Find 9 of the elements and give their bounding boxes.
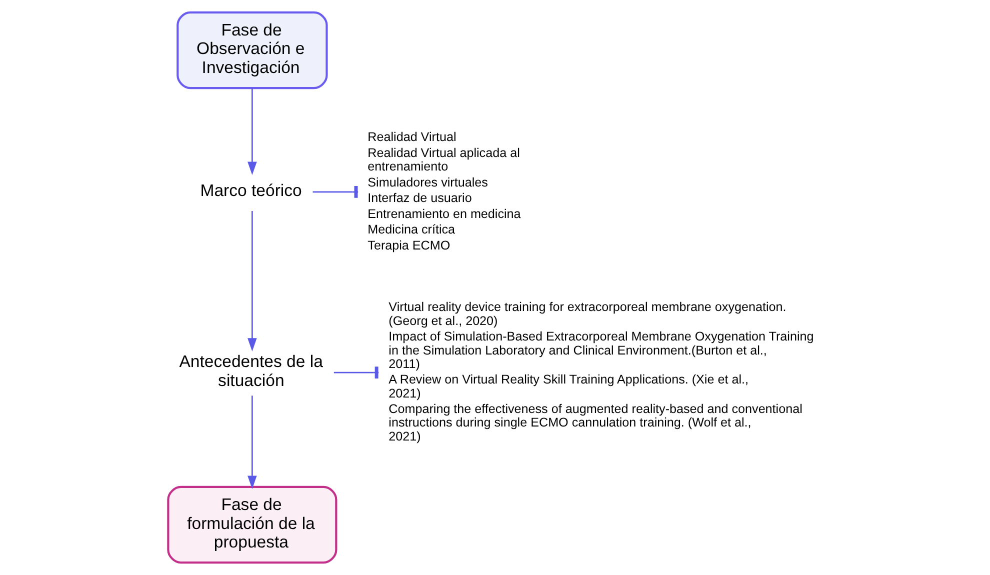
node-text: Antecedentes de la situación bbox=[178, 352, 322, 390]
arrow bbox=[247, 210, 256, 352]
node-text: Marco teórico bbox=[200, 180, 302, 200]
arrow bbox=[247, 88, 256, 176]
node-box: Fase de formulación de la propuesta bbox=[166, 486, 337, 564]
node-text: Realidad Virtual Realidad Virtual aplicada al entrenamiento Simuladores virtuales Interfaz de usuario Entrenamiento en medicina Medicina crítica Terapia ECMO bbox=[367, 130, 520, 252]
node-text: Virtual reality device training for extracorporeal membrane oxygenation. (Georg et al., 2020) Impact of Simulation-Based Extracorporeal Membrane Oxygenation Training in the Simulation Laboratory and Clinical Environment.(Burton et al., 2011) A Review on Virtual Reality Skill Training Applications. (Xie et al., 2021) Comparing the effectiveness of augmented reality-based and conventional instructions during single ECMO cannulation training. (Wolf et al., 2021) bbox=[388, 300, 814, 444]
node-box: Fase de Observación e Investigación bbox=[176, 11, 328, 90]
arrow bbox=[247, 396, 256, 489]
